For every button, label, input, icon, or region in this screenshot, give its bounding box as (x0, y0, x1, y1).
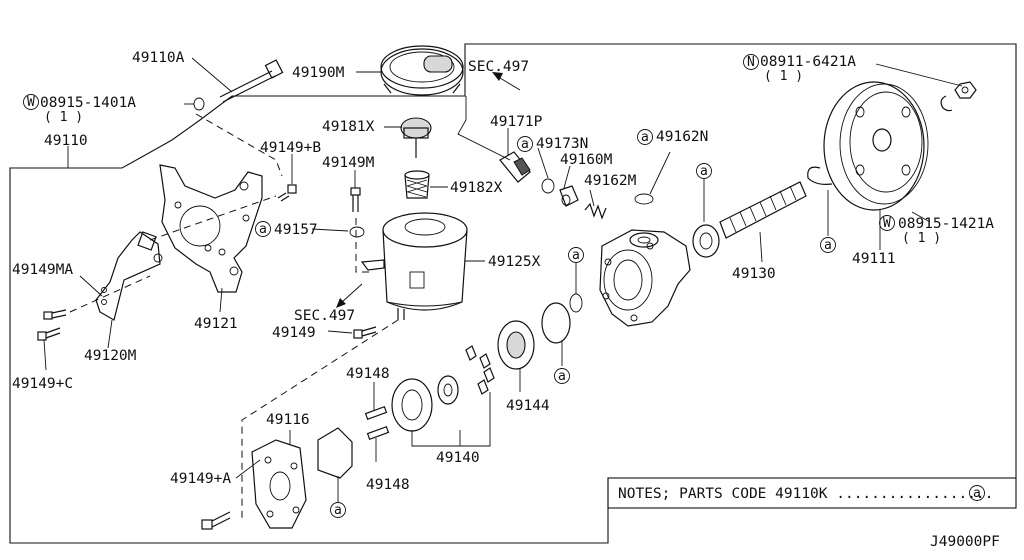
label-49116: 49116 (266, 412, 310, 428)
label-49162n: 49162N (656, 129, 708, 145)
label-08911-qty: ( 1 ) (764, 69, 803, 84)
oil-seal (692, 224, 720, 258)
bolt-49149 (353, 326, 377, 339)
code-marker-letter: a (572, 248, 580, 263)
dash-line-1 (195, 113, 283, 177)
label-49149-a: 49149+A (170, 471, 231, 487)
label-49173n: 49173N (536, 136, 588, 152)
label-49181x: 49181X (322, 119, 375, 135)
label-49149m: 49149M (322, 155, 375, 171)
code-marker-letter: a (259, 222, 267, 237)
spring-49162m (584, 202, 607, 220)
dash-line-3 (69, 275, 151, 313)
notes-marker: a (973, 486, 981, 501)
gasket (317, 427, 353, 479)
label-08915-1401a-qty: ( 1 ) (44, 110, 83, 125)
label-49110: 49110 (44, 133, 88, 149)
filter-49182x (404, 170, 430, 199)
label-49111: 49111 (852, 251, 896, 267)
pulley-49111 (823, 81, 929, 211)
label-49110a: 49110A (132, 50, 185, 66)
diagram-id: J49000PF (930, 534, 1000, 550)
washer-08915-right (940, 95, 953, 112)
label-49149ma: 49149MA (12, 262, 73, 278)
code-marker-letters: a a a a a a a a a W N W (27, 55, 981, 518)
reservoir-cap-49181x (400, 117, 432, 158)
bolt-49149-m (350, 187, 361, 212)
label-49157: 49157 (274, 222, 318, 238)
label-49182x: 49182X (450, 180, 503, 196)
seal-49162n (634, 193, 654, 205)
leader-lines (43, 57, 963, 502)
pump-body (599, 229, 691, 327)
label-49125x: 49125X (488, 254, 541, 270)
reservoir-49125x (360, 212, 468, 320)
label-49140: 49140 (436, 450, 480, 466)
code-markers (23, 54, 985, 518)
bolt-49149-b (277, 184, 297, 202)
label-49120m: 49120M (84, 348, 137, 364)
bolt-49149-ma (43, 309, 67, 320)
assembly-boundary (9, 43, 1017, 544)
label-49130: 49130 (732, 266, 776, 282)
code-marker-letter: a (641, 130, 649, 145)
snap-ring (807, 166, 833, 185)
nut-08911 (954, 81, 977, 99)
dash-line-5 (241, 319, 399, 520)
notes-box (607, 477, 1017, 509)
label-49148-lower: 49148 (366, 477, 410, 493)
label-08915-1421a: 08915-1421A (898, 216, 994, 232)
bolt-49149-a (201, 511, 231, 530)
bracket-49121 (159, 164, 263, 293)
pins-49148 (364, 405, 390, 441)
valve-49160m (559, 185, 579, 207)
label-49149: 49149 (272, 325, 316, 341)
code-marker-letter: a (558, 369, 566, 384)
label-sec-497-mid: SEC.497 (294, 308, 355, 324)
nut-marker: N (747, 55, 755, 70)
label-08911-6421a: 08911-6421A (760, 54, 856, 70)
washer-marker-right: W (883, 216, 891, 231)
label-49144: 49144 (506, 398, 550, 414)
label-49148-upper: 49148 (346, 366, 390, 382)
vanes-49140 (465, 345, 495, 395)
shaft-49130 (719, 181, 807, 239)
bracket-49120m (95, 231, 163, 321)
sec-497-top-arrow (457, 72, 521, 161)
label-49190m: 49190M (292, 65, 345, 81)
cover-49116 (251, 439, 307, 529)
washer-49157 (349, 226, 365, 238)
label-49162m: 49162M (584, 173, 637, 189)
bolt-49149-c (37, 327, 61, 341)
rotor-small (437, 375, 459, 405)
label-49160m: 49160M (560, 152, 613, 168)
o-ring-49173n (541, 178, 555, 194)
dash-line-4 (355, 218, 372, 273)
washer-marker-left: W (27, 95, 35, 110)
o-rings (541, 293, 583, 344)
label-sec-497-top: SEC.497 (468, 59, 529, 75)
label-08915-1421a-qty: ( 1 ) (902, 231, 941, 246)
label-49149-b: 49149+B (260, 140, 321, 156)
code-marker-letter: a (700, 164, 708, 179)
rotor-49144 (497, 320, 535, 370)
code-marker-letter: a (521, 137, 529, 152)
notes-text: NOTES; PARTS CODE 49110K ...............… (618, 486, 993, 502)
label-49121: 49121 (194, 316, 238, 332)
cam-ring (391, 378, 433, 432)
fitting-49171p (499, 151, 531, 183)
dash-line-2 (149, 195, 277, 241)
bolt-49110a (193, 59, 284, 111)
cap-49190m (380, 45, 464, 96)
code-marker-letter: a (824, 238, 832, 253)
label-49149-c: 49149+C (12, 376, 73, 392)
label-49171p: 49171P (490, 114, 543, 130)
sec-497-mid-arrow (336, 283, 363, 308)
code-marker-letter: a (334, 503, 342, 518)
label-08915-1401a: 08915-1401A (40, 95, 136, 111)
